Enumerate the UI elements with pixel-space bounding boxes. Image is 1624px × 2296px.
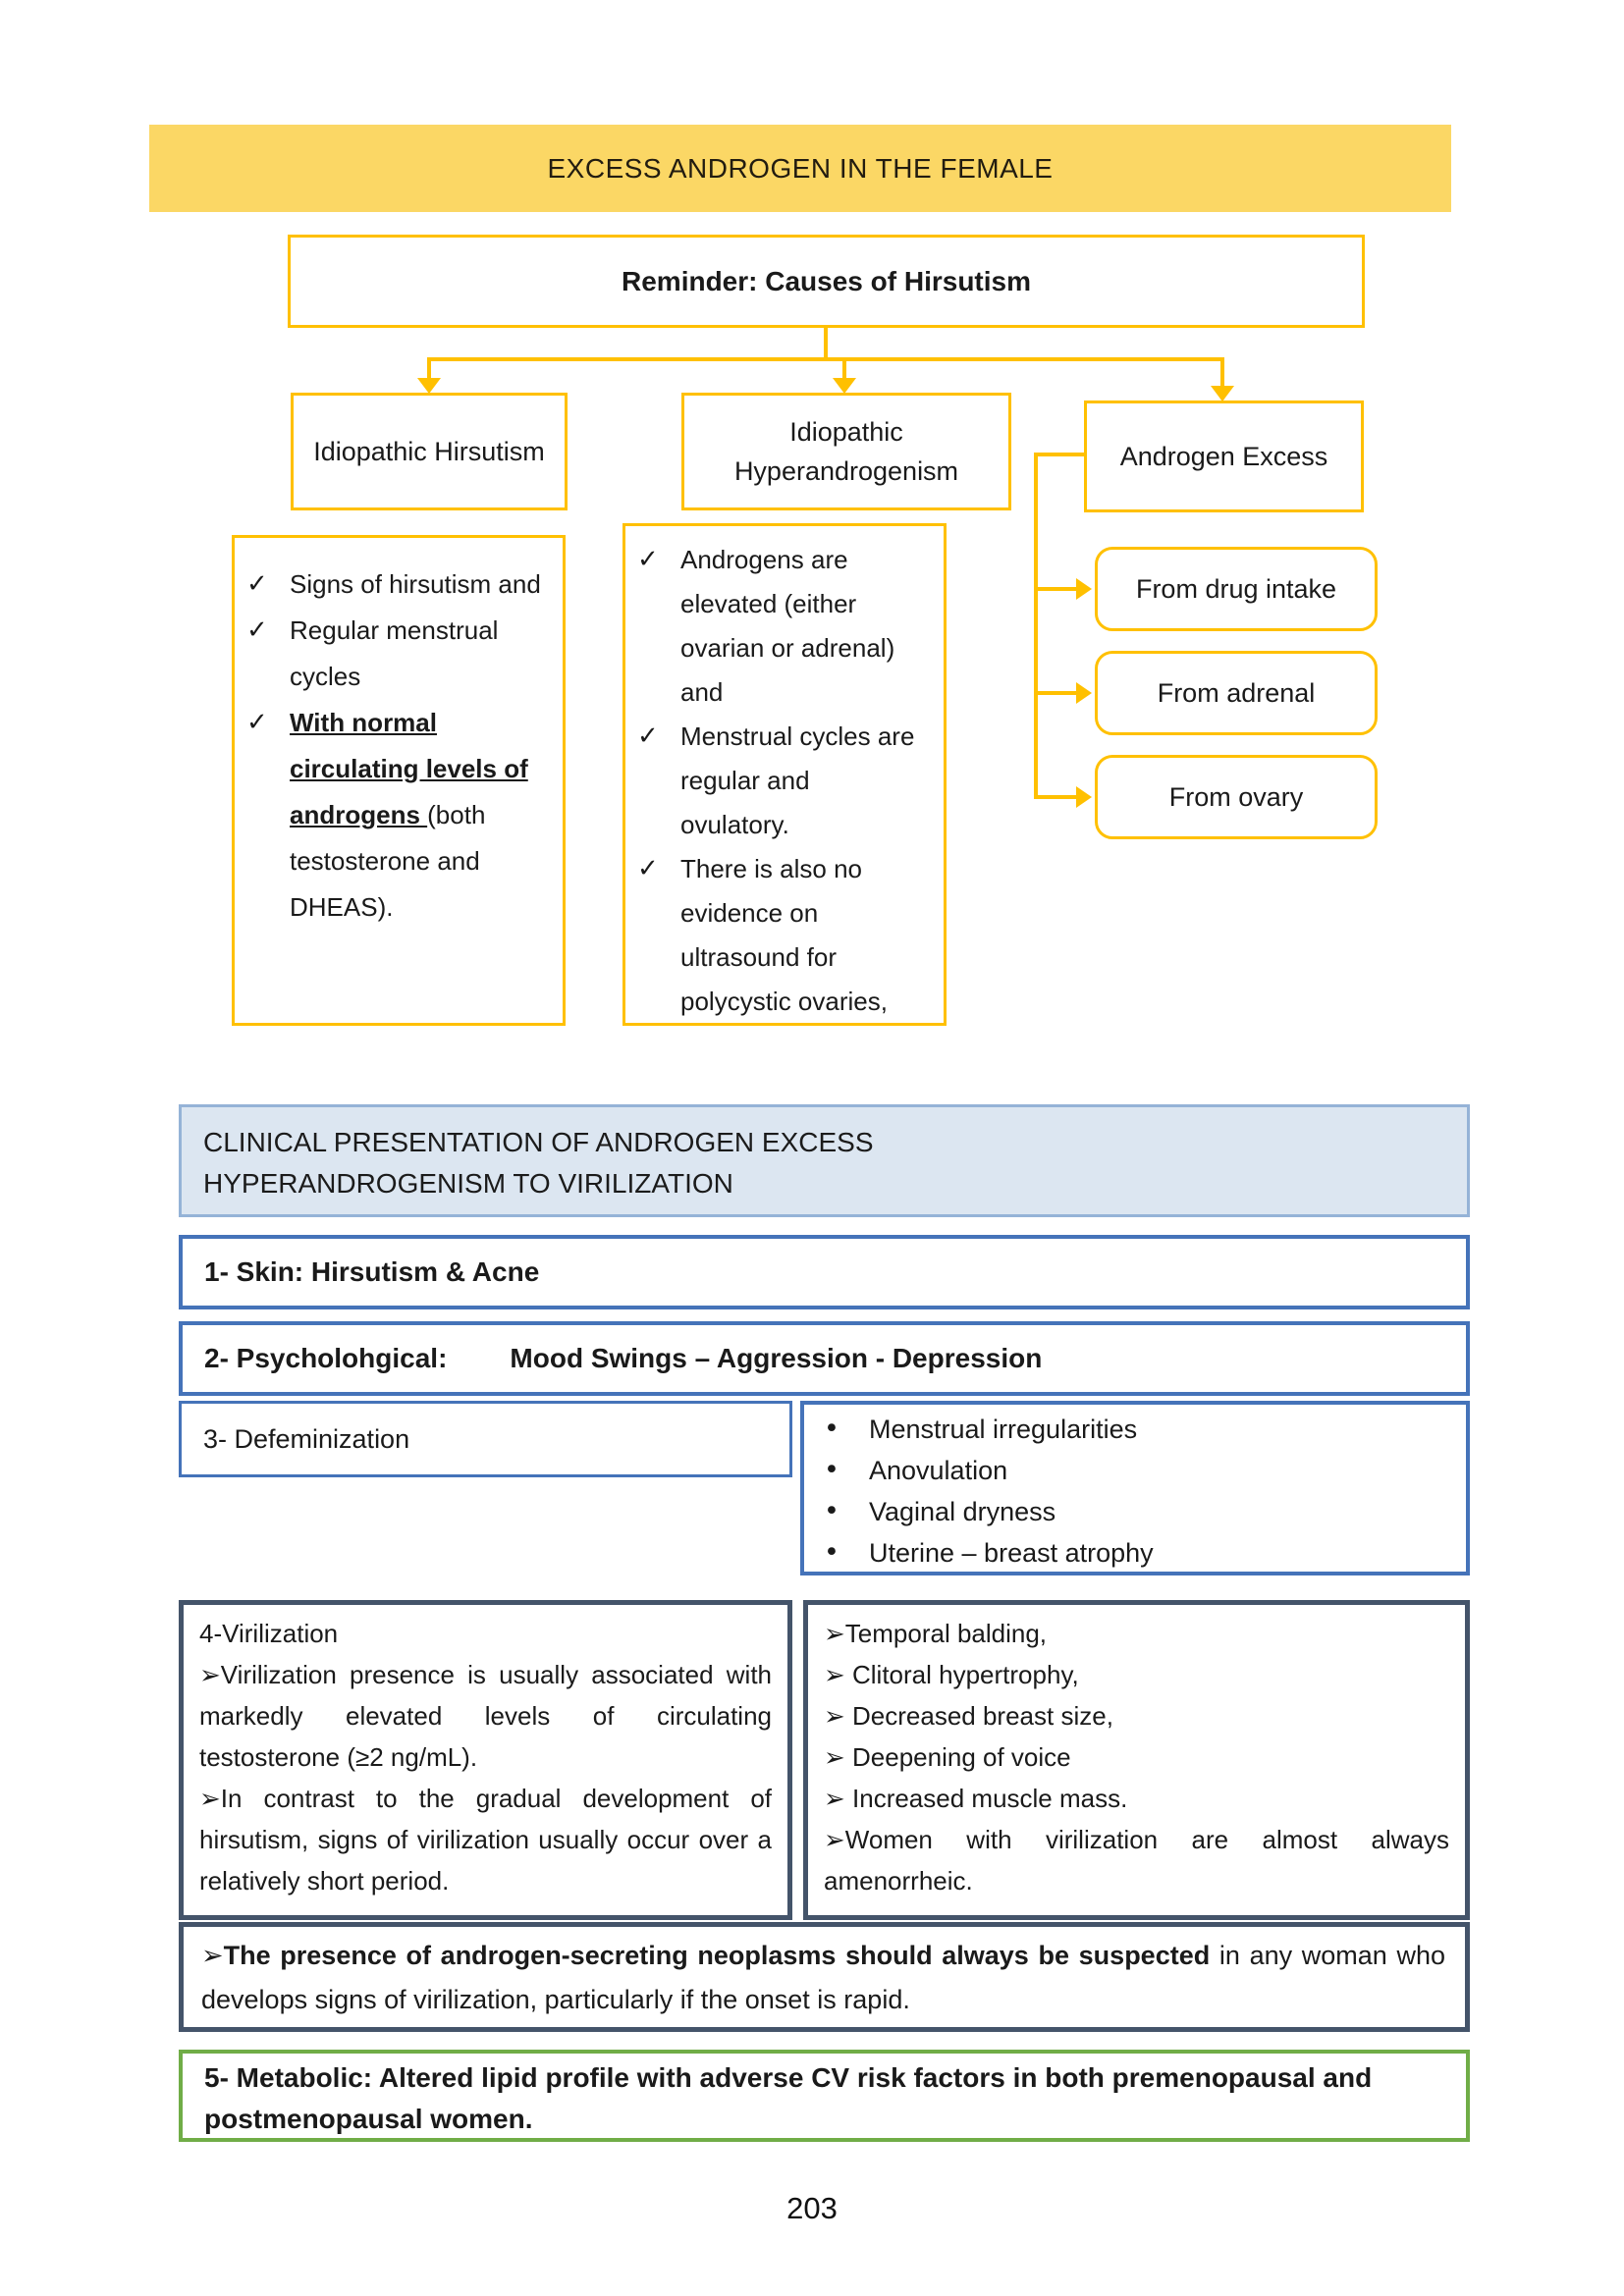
connector-androgen-vertical — [1034, 453, 1038, 799]
list-item: • Anovulation — [824, 1450, 1452, 1491]
check-item: ✓ There is also no evidence on ultrasoun… — [637, 847, 924, 1024]
bullet-icon: • — [824, 1496, 839, 1526]
check-item-text: Androgens are elevated (either ovarian o… — [680, 545, 895, 707]
list-item-text: Uterine – breast atrophy — [869, 1538, 1154, 1568]
arrow-down-icon — [833, 378, 856, 394]
connector-cause-2 — [1034, 691, 1078, 695]
check-item-text: Regular menstrual cycles — [290, 615, 499, 691]
list-item-text: Menstrual irregularities — [869, 1415, 1138, 1444]
connector-branch3 — [1220, 357, 1224, 400]
metabolic-box: 5- Metabolic: Altered lipid profile with… — [179, 2050, 1470, 2142]
arrow-right-icon — [1076, 682, 1092, 704]
arrow-down-icon — [417, 378, 441, 394]
psychological-text: Mood Swings – Aggression - Depression — [510, 1343, 1043, 1373]
arrow-down-icon — [1211, 386, 1234, 401]
checkmark-icon: ✓ — [246, 708, 268, 737]
list-item: • Menstrual irregularities — [824, 1409, 1452, 1450]
psychological-label: 2- Psycholohgical: — [204, 1343, 448, 1373]
connector-branch1 — [427, 357, 431, 381]
virilization-sign: ➢ Clitoral hypertrophy, — [824, 1660, 1079, 1689]
neoplasm-warning-emphasis: ➢The presence of androgen-secreting neop… — [201, 1941, 1211, 1970]
androgen-excess-box: Androgen Excess — [1084, 400, 1364, 512]
arrow-right-icon — [1076, 578, 1092, 600]
bullet-icon: • — [824, 1537, 839, 1568]
list-item: • Uterine – breast atrophy — [824, 1532, 1452, 1574]
psychological-box: 2- Psycholohgical: Mood Swings – Aggress… — [179, 1321, 1470, 1396]
connector-branch2 — [842, 357, 846, 381]
connector-horizontal — [427, 357, 1224, 361]
virilization-box: 4-Virilization ➢Virilization presence is… — [179, 1600, 792, 1920]
connector-root-stem — [824, 328, 828, 359]
check-item-text: Signs of hirsutism and — [290, 569, 541, 599]
virilization-sign: ➢Women with virilization are almost alwa… — [824, 1825, 1449, 1896]
cause-from-ovary: From ovary — [1095, 755, 1378, 839]
title-banner: EXCESS ANDROGEN IN THE FEMALE — [149, 125, 1451, 212]
defeminization-box: 3- Defeminization — [179, 1401, 792, 1477]
check-item: ✓ Signs of hirsutism and — [246, 561, 543, 608]
skin-box: 1- Skin: Hirsutism & Acne — [179, 1235, 1470, 1309]
neoplasm-warning-box: ➢The presence of androgen-secreting neop… — [179, 1922, 1470, 2032]
page-number: 203 — [786, 2191, 838, 2225]
defeminization-list: • Menstrual irregularities • Anovulation… — [800, 1401, 1470, 1575]
virilization-paragraph: ➢In contrast to the gradual development … — [199, 1784, 772, 1896]
bullet-icon: • — [824, 1414, 839, 1444]
connector-cause-3 — [1034, 795, 1078, 799]
clinical-header-line2: HYPERANDROGENISM TO VIRILIZATION — [203, 1168, 733, 1199]
virilization-signs-box: ➢Temporal balding, ➢ Clitoral hypertroph… — [803, 1600, 1470, 1920]
check-item-text-rest: (both testosterone and DHEAS). — [290, 800, 486, 922]
bullet-icon: • — [824, 1455, 839, 1485]
check-item-text: There is also no evidence on ultrasound … — [680, 854, 888, 1016]
checkmark-icon: ✓ — [637, 854, 659, 883]
connector-cause-1 — [1034, 587, 1078, 591]
reminder-box: Reminder: Causes of Hirsutism — [288, 235, 1365, 328]
checkmark-icon: ✓ — [246, 615, 268, 645]
idiopathic-hirsutism-box: Idiopathic Hirsutism — [291, 393, 568, 510]
cause-from-adrenal: From adrenal — [1095, 651, 1378, 735]
defeminization-label: 3- Defeminization — [203, 1423, 410, 1454]
clinical-header: CLINICAL PRESENTATION OF ANDROGEN EXCESS… — [179, 1104, 1470, 1217]
idiopathic-hyperandrogenism-details: ✓ Androgens are elevated (either ovarian… — [623, 523, 947, 1026]
check-item: ✓ Regular menstrual cycles — [246, 608, 543, 700]
check-item-text-emphasis: With normal circulating levels of androg… — [290, 708, 528, 829]
virilization-paragraph: ➢Virilization presence is usually associ… — [199, 1660, 772, 1772]
virilization-sign: ➢ Increased muscle mass. — [824, 1784, 1128, 1813]
list-item: • Vaginal dryness — [824, 1491, 1452, 1532]
virilization-title: 4-Virilization — [199, 1619, 339, 1648]
idiopathic-hirsutism-details: ✓ Signs of hirsutism and ✓ Regular menst… — [232, 535, 566, 1026]
skin-text: 1- Skin: Hirsutism & Acne — [204, 1256, 540, 1287]
checkmark-icon: ✓ — [246, 569, 268, 599]
checkmark-icon: ✓ — [637, 721, 659, 751]
check-item-text: With normal circulating levels of androg… — [290, 700, 543, 931]
cause-from-drug-intake: From drug intake — [1095, 547, 1378, 631]
check-item: ✓ Menstrual cycles are regular and ovula… — [637, 715, 924, 847]
idiopathic-hyperandrogenism-box: Idiopathic Hyperandrogenism — [681, 393, 1011, 510]
list-item-text: Vaginal dryness — [869, 1497, 1056, 1526]
check-item-text: Menstrual cycles are regular and ovulato… — [680, 721, 915, 839]
check-item: ✓ With normal circulating levels of andr… — [246, 700, 543, 931]
list-item-text: Anovulation — [869, 1456, 1008, 1485]
check-item: ✓ Androgens are elevated (either ovarian… — [637, 538, 924, 715]
checkmark-icon: ✓ — [637, 545, 659, 574]
virilization-sign: ➢Temporal balding, — [824, 1619, 1048, 1648]
arrow-right-icon — [1076, 786, 1092, 808]
connector-androgen-stub — [1034, 453, 1084, 456]
clinical-header-line1: CLINICAL PRESENTATION OF ANDROGEN EXCESS — [203, 1127, 874, 1157]
virilization-sign: ➢ Decreased breast size, — [824, 1701, 1113, 1731]
virilization-sign: ➢ Deepening of voice — [824, 1742, 1071, 1772]
neoplasm-warning-rest: in any woman who develops signs of viril… — [201, 1941, 1445, 2014]
metabolic-text: 5- Metabolic: Altered lipid profile with… — [204, 2062, 1373, 2134]
